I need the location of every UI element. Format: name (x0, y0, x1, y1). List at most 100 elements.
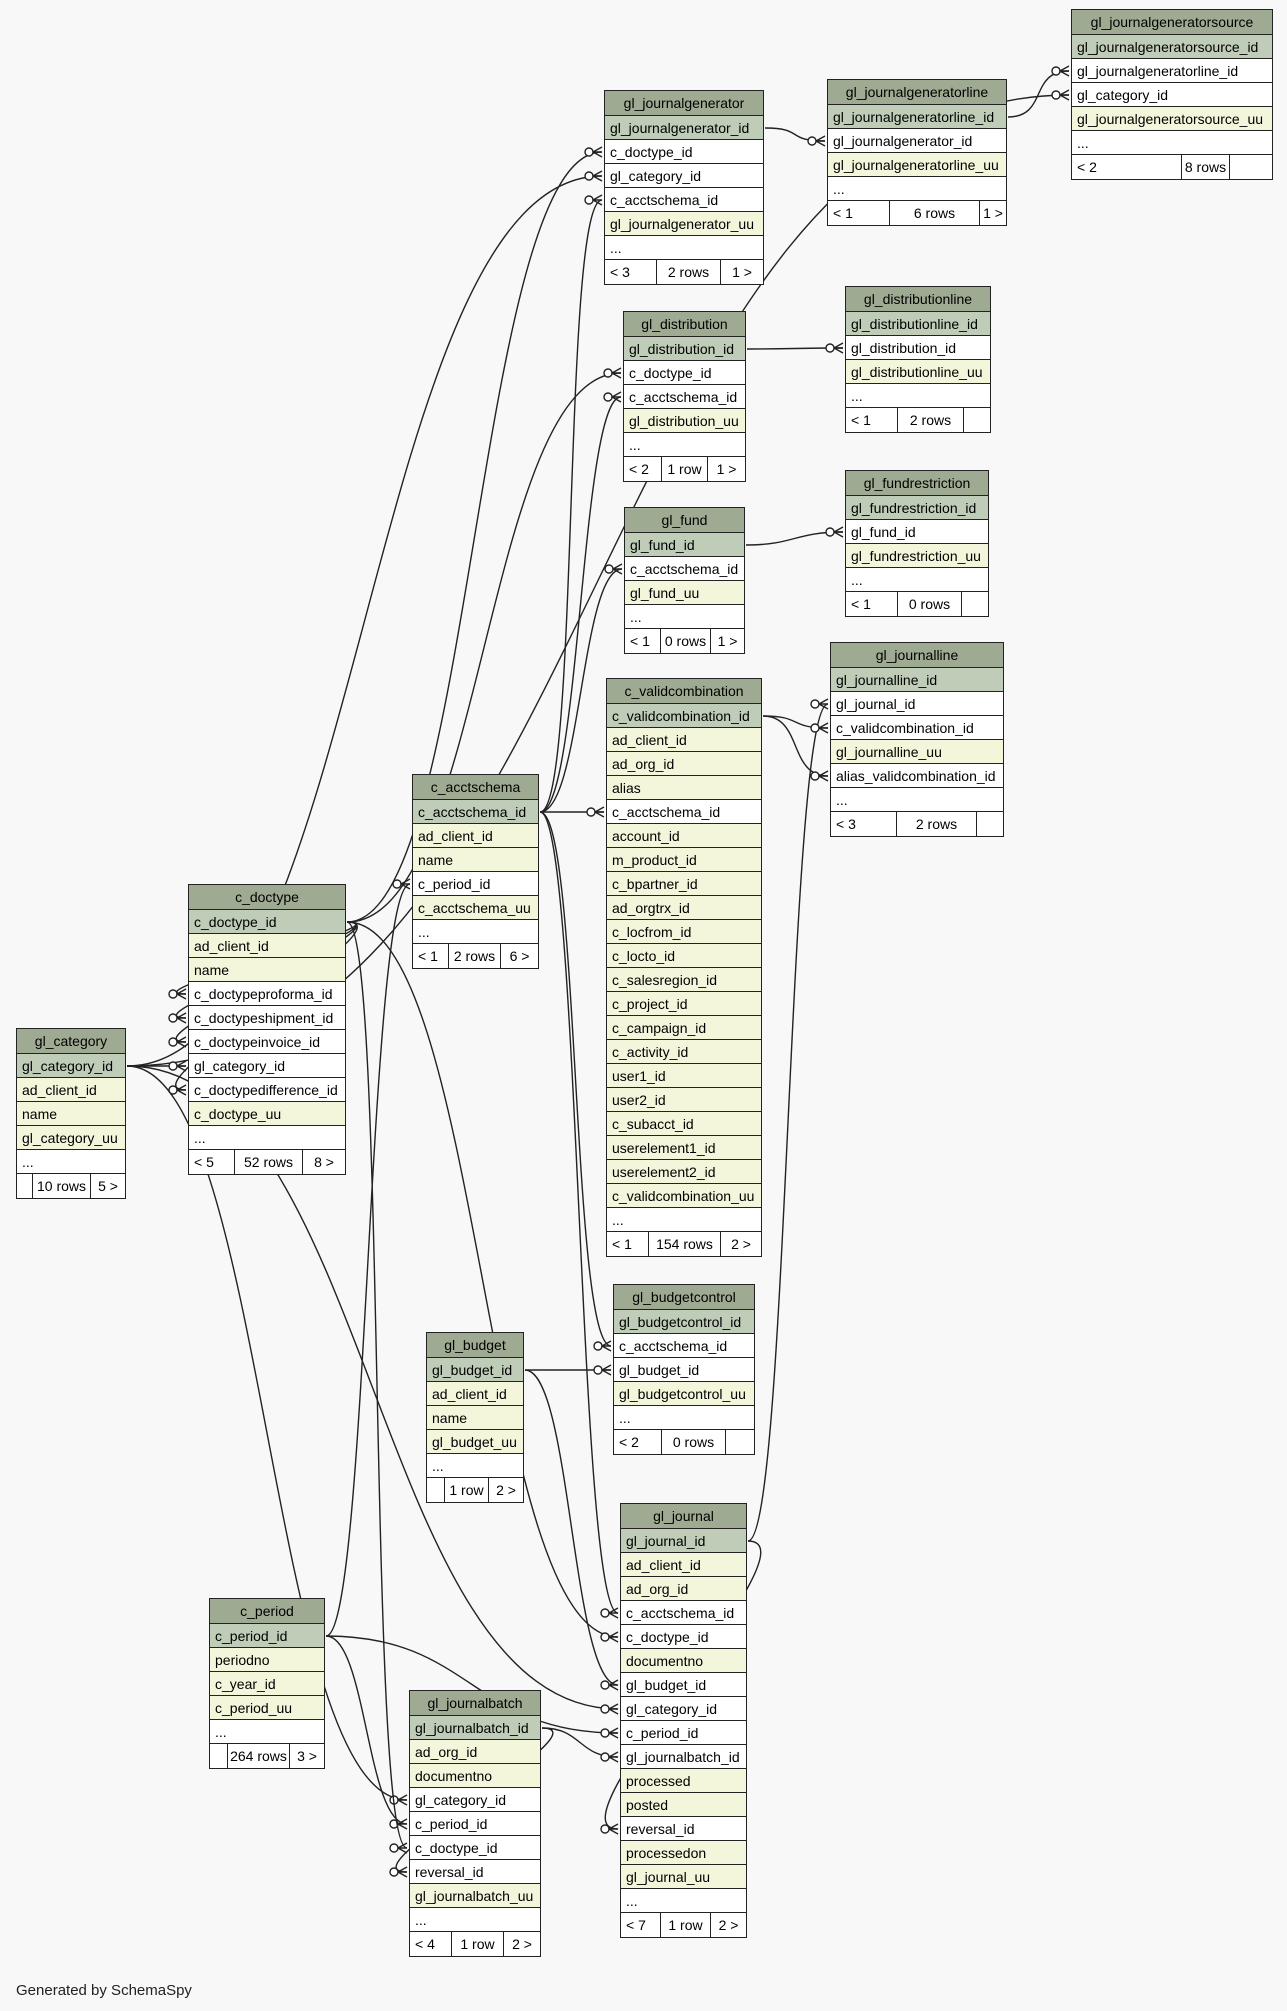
foreign-key-column: c_acctschema_id (607, 800, 761, 824)
table-footer: 1 row 2 > (427, 1478, 523, 1502)
foreign-key-column: reversal_id (621, 1817, 746, 1841)
row-count: 0 rows (661, 629, 711, 653)
children-link[interactable]: 8 > (314, 1154, 334, 1170)
optional-circle-marker (1051, 66, 1061, 76)
optional-circle-marker (1051, 90, 1061, 100)
parents-link[interactable]: < 1 (413, 944, 449, 968)
foreign-key-column: gl_journalgenerator_id (828, 129, 1006, 153)
children-link[interactable]: 1 > (983, 205, 1003, 221)
table-column: posted (621, 1793, 746, 1817)
many-crowfoot-marker (818, 698, 829, 710)
relationship-edge (325, 883, 411, 1637)
parents-link[interactable]: < 1 (607, 1232, 649, 1256)
table-column: gl_journalbatch_uu (410, 1884, 540, 1908)
more-columns: ... (625, 605, 744, 629)
parents-link (427, 1478, 445, 1502)
table-column: c_validcombination_uu (607, 1184, 761, 1208)
parents-link[interactable]: < 2 (1072, 155, 1182, 179)
primary-key-column: gl_journalline_id (831, 668, 1003, 692)
children-link[interactable]: 3 > (297, 1748, 317, 1764)
relationship-edge (747, 703, 829, 1542)
table-column: name (189, 958, 345, 982)
children-link (962, 592, 988, 616)
children-link[interactable]: 2 > (496, 1482, 516, 1498)
table-column: gl_distributionline_uu (846, 360, 990, 384)
table-column: c_period_uu (210, 1696, 324, 1720)
children-link (964, 408, 990, 432)
optional-circle-marker (168, 1013, 178, 1023)
many-crowfoot-marker (818, 770, 829, 782)
optional-circle-marker (600, 1824, 610, 1834)
primary-key-column: gl_budgetcontrol_id (614, 1310, 754, 1334)
many-crowfoot-marker (592, 146, 603, 158)
primary-key-column: gl_journal_id (621, 1529, 746, 1553)
row-count: 2 rows (657, 260, 721, 284)
foreign-key-column: gl_journalgeneratorline_id (1072, 59, 1272, 83)
table-column: c_project_id (607, 992, 761, 1016)
many-crowfoot-marker (612, 563, 623, 575)
table-column: gl_budgetcontrol_uu (614, 1382, 754, 1406)
children-link[interactable]: 2 > (512, 1936, 532, 1952)
row-count: 10 rows (33, 1174, 91, 1198)
parents-link[interactable]: < 2 (614, 1430, 662, 1454)
parents-link[interactable]: < 1 (625, 629, 661, 653)
relationship-edge (325, 1635, 619, 1734)
optional-circle-marker (810, 771, 820, 781)
children-link[interactable]: 1 > (716, 461, 737, 477)
table-column: gl_fund_uu (625, 581, 744, 605)
parents-link[interactable]: < 5 (189, 1150, 235, 1174)
foreign-key-column: c_doctypeinvoice_id (189, 1030, 345, 1054)
foreign-key-column: c_doctype_id (621, 1625, 746, 1649)
many-crowfoot-marker (815, 135, 826, 147)
optional-circle-marker (810, 723, 820, 733)
parents-link[interactable]: < 3 (605, 260, 657, 284)
table-column: user1_id (607, 1064, 761, 1088)
parents-link[interactable]: < 3 (831, 812, 897, 836)
parents-link[interactable]: < 7 (621, 1913, 661, 1937)
children-link[interactable]: 6 > (509, 948, 530, 964)
table-header: gl_budget (427, 1333, 523, 1358)
children-link[interactable]: 5 > (98, 1178, 118, 1194)
table-header: gl_journalbatch (410, 1691, 540, 1716)
children-link (977, 812, 1003, 836)
row-count: 8 rows (1182, 155, 1230, 179)
row-count: 1 row (445, 1478, 489, 1502)
parents-link[interactable]: < 4 (410, 1932, 452, 1956)
table-header: gl_journalgeneratorsource (1072, 10, 1272, 35)
parents-link[interactable]: < 1 (846, 408, 898, 432)
row-count: 1 row (452, 1932, 504, 1956)
parents-link[interactable]: < 2 (624, 457, 662, 481)
many-crowfoot-marker (818, 722, 829, 734)
table-header: gl_journal (621, 1504, 746, 1529)
primary-key-column: gl_journalgeneratorline_id (828, 105, 1006, 129)
many-crowfoot-marker (611, 391, 622, 403)
children-link[interactable]: 1 > (732, 264, 752, 280)
more-columns: ... (189, 1126, 345, 1150)
more-columns: ... (410, 1908, 540, 1932)
more-columns: ... (621, 1889, 746, 1913)
parents-link[interactable]: < 1 (846, 592, 898, 616)
children-link[interactable]: 2 > (731, 1236, 751, 1252)
primary-key-column: c_acctschema_id (413, 800, 538, 824)
many-crowfoot-marker (608, 1703, 619, 1715)
many-crowfoot-marker (176, 988, 187, 1000)
foreign-key-column: c_doctypeshipment_id (189, 1006, 345, 1030)
many-crowfoot-marker (608, 1823, 619, 1835)
many-crowfoot-marker (594, 806, 605, 818)
table-column: name (427, 1406, 523, 1430)
foreign-key-column: c_acctschema_id (625, 557, 744, 581)
children-link[interactable]: 2 > (718, 1917, 739, 1933)
foreign-key-column: alias_validcombination_id (831, 764, 1003, 788)
table-header: gl_journalgeneratorline (828, 80, 1006, 105)
parents-link[interactable]: < 1 (828, 201, 890, 225)
optional-circle-marker (600, 1608, 610, 1618)
children-link[interactable]: 1 > (717, 633, 738, 649)
